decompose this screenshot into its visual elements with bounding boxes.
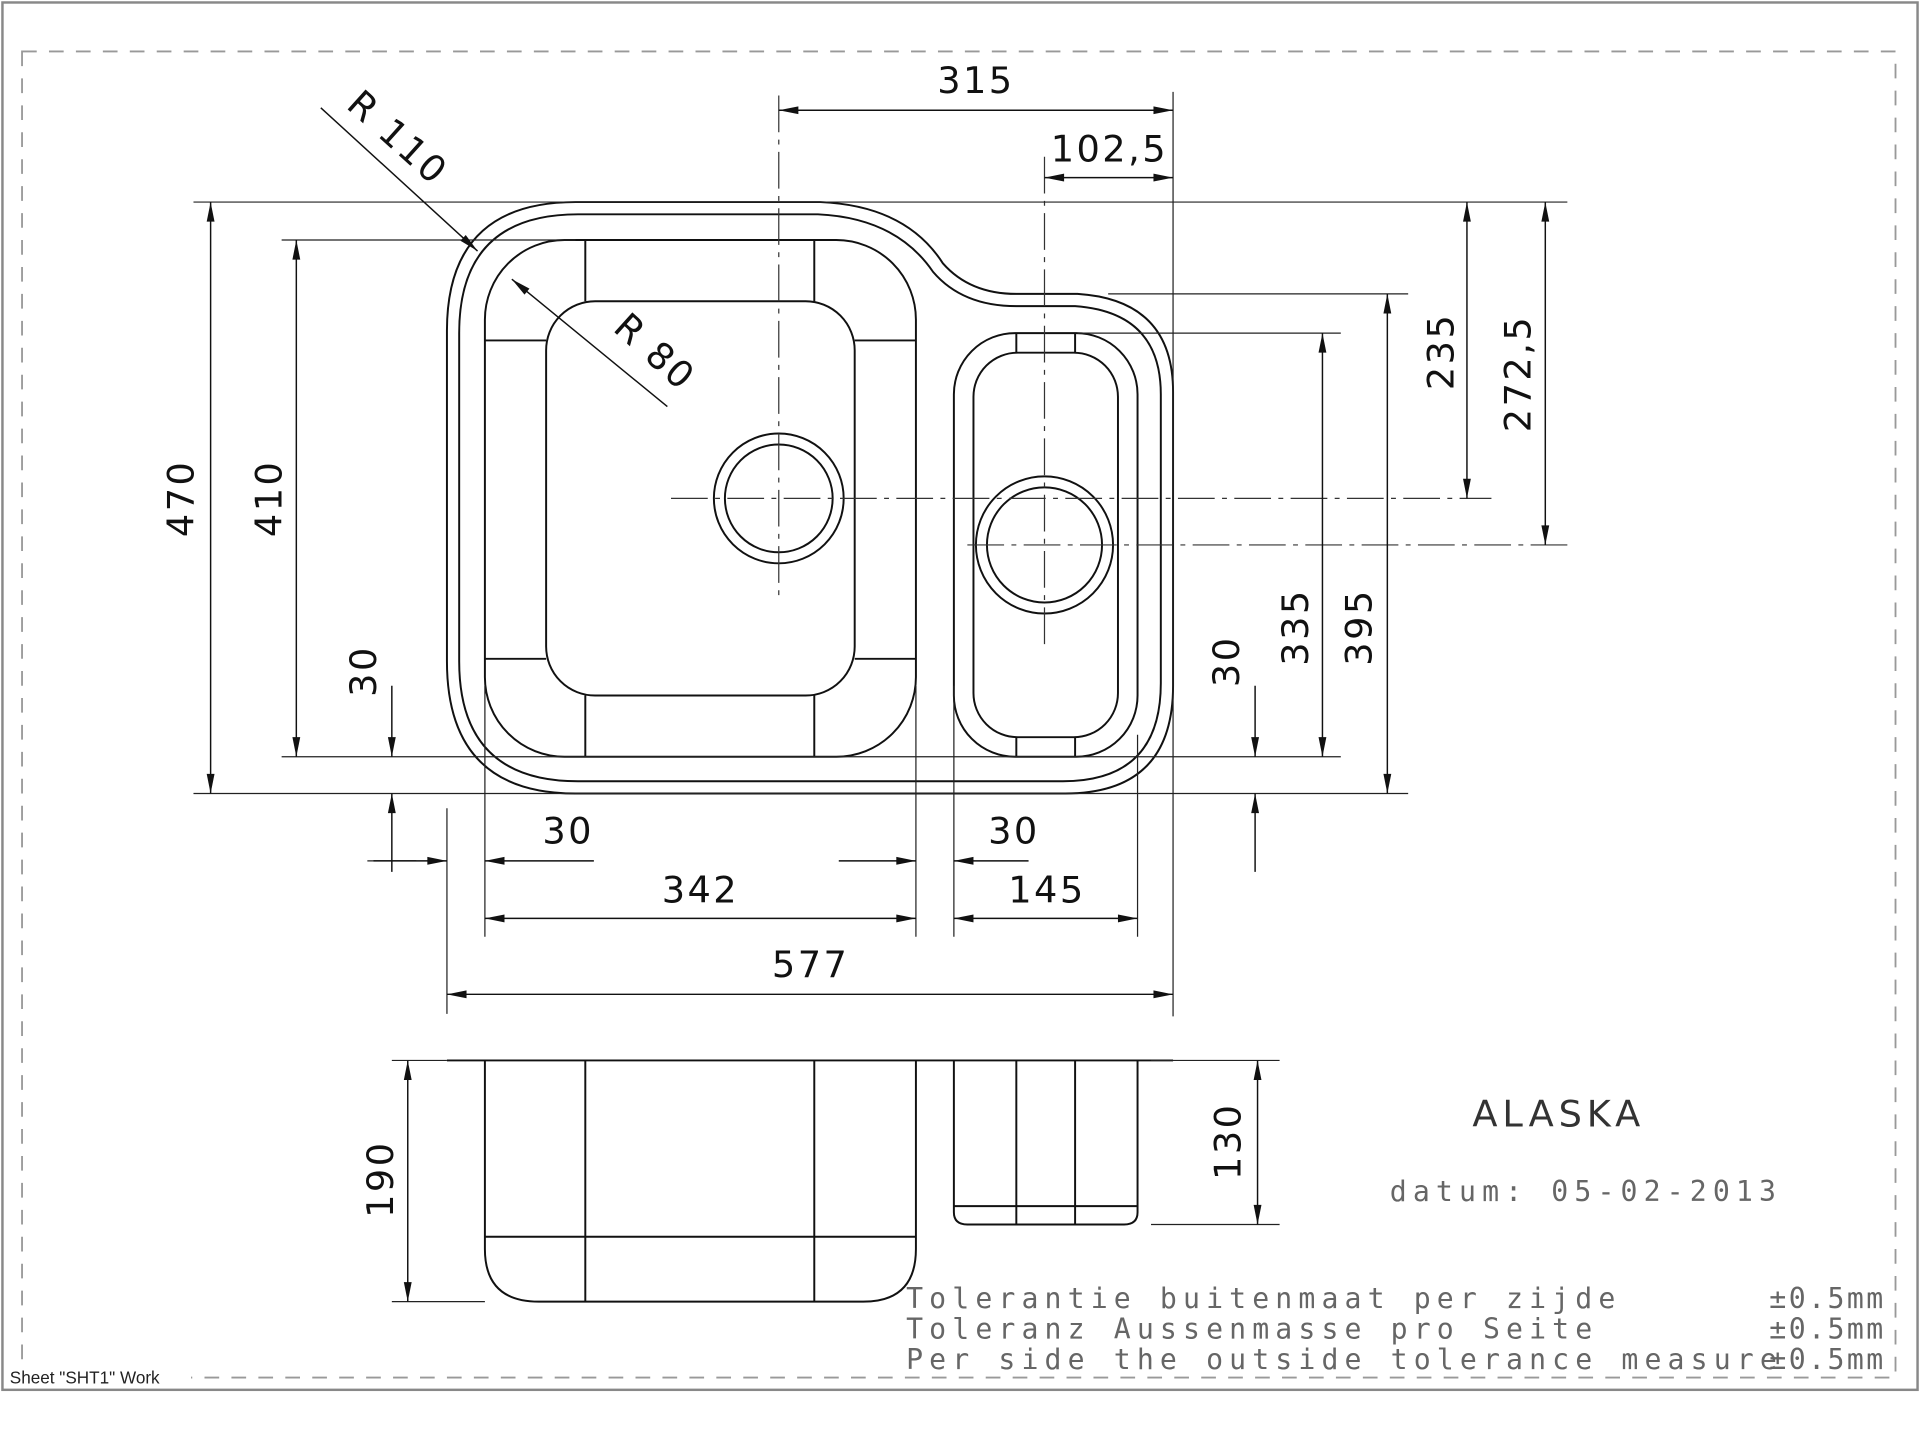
dim-145: 145 [1008,868,1085,911]
dim-342: 342 [662,868,739,911]
dim-410: 410 [248,460,291,537]
dimension-lines [206,106,1550,999]
drawing-frame [21,50,1897,1379]
dim-102-5: 102,5 [1051,128,1168,171]
dim-315: 315 [937,59,1014,102]
reference-lines [193,91,1568,1017]
tolerance-de-value: ±0.5mm [1769,1312,1885,1345]
dim-577: 577 [772,943,849,986]
dim-190: 190 [359,1140,402,1217]
dim-30-left: 30 [342,645,385,697]
sink-side-view [391,1059,1280,1303]
tolerance-en-value: ±0.5mm [1769,1343,1885,1376]
dim-470: 470 [159,460,202,537]
dim-272-5: 272,5 [1497,315,1540,432]
tolerance-en: Per side the outside tolerance measure [906,1343,1783,1376]
tolerance-nl: Tolerantie buitenmaat per zijde [906,1282,1621,1315]
sheet-label: Sheet "SHT1" Work [10,1368,160,1388]
tolerance-nl-value: ±0.5mm [1769,1282,1885,1315]
drawing-date: datum: 05-02-2013 [1390,1175,1782,1208]
dim-130: 130 [1206,1103,1249,1180]
dim-235: 235 [1419,313,1462,390]
sheet-border [1,1,1919,1392]
dim-30-right: 30 [1205,635,1248,687]
tolerance-de: Toleranz Aussenmasse pro Seite [906,1312,1598,1345]
model-name: ALASKA [1472,1093,1645,1136]
dim-395: 395 [1337,588,1380,665]
dim-30-bottom-left: 30 [542,810,594,853]
dim-30-bottom-right: 30 [988,810,1040,853]
dim-335: 335 [1274,588,1317,665]
